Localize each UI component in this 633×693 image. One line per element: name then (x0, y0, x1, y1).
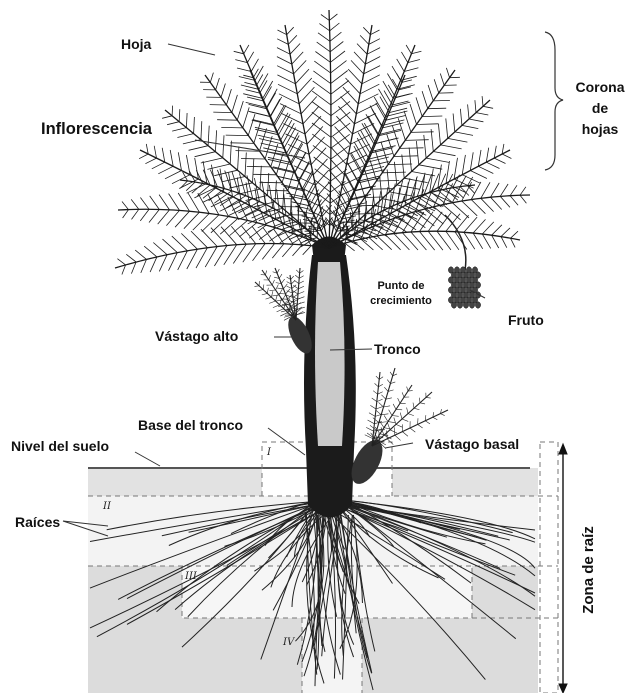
label-punto-line1: Punto de (377, 280, 424, 292)
label-raices: Raíces (15, 515, 60, 529)
label-vastago-alto: Vástago alto (155, 329, 238, 343)
label-corona-line1: Corona (576, 79, 625, 95)
label-nivel-suelo: Nivel del suelo (11, 439, 109, 453)
label-base-tronco: Base del tronco (138, 418, 243, 432)
label-punto-crecimiento: Punto de crecimiento (358, 279, 444, 309)
zone-label-2: II (103, 501, 111, 512)
trunk (304, 237, 356, 518)
label-zona-raiz: Zona de raíz (580, 526, 597, 614)
label-punto-line2: crecimiento (370, 295, 432, 307)
zone-label-3: III (185, 571, 197, 582)
label-corona-line2: de (592, 100, 608, 116)
zone-label-4: IV (283, 637, 294, 648)
label-tronco: Tronco (374, 342, 421, 356)
label-hoja: Hoja (121, 37, 151, 51)
fruit-bunch (445, 215, 481, 308)
zone-label-1: I (267, 447, 271, 458)
label-corona-line3: hojas (582, 121, 619, 137)
crown-fronds (115, 10, 530, 275)
label-vastago-basal: Vástago basal (425, 437, 519, 451)
label-fruto: Fruto (508, 313, 544, 327)
root-zone-arrow (559, 444, 567, 693)
label-corona-de-hojas: Corona de hojas (572, 77, 628, 140)
corona-brace (545, 32, 563, 170)
label-inflorescencia: Inflorescencia (41, 121, 152, 138)
